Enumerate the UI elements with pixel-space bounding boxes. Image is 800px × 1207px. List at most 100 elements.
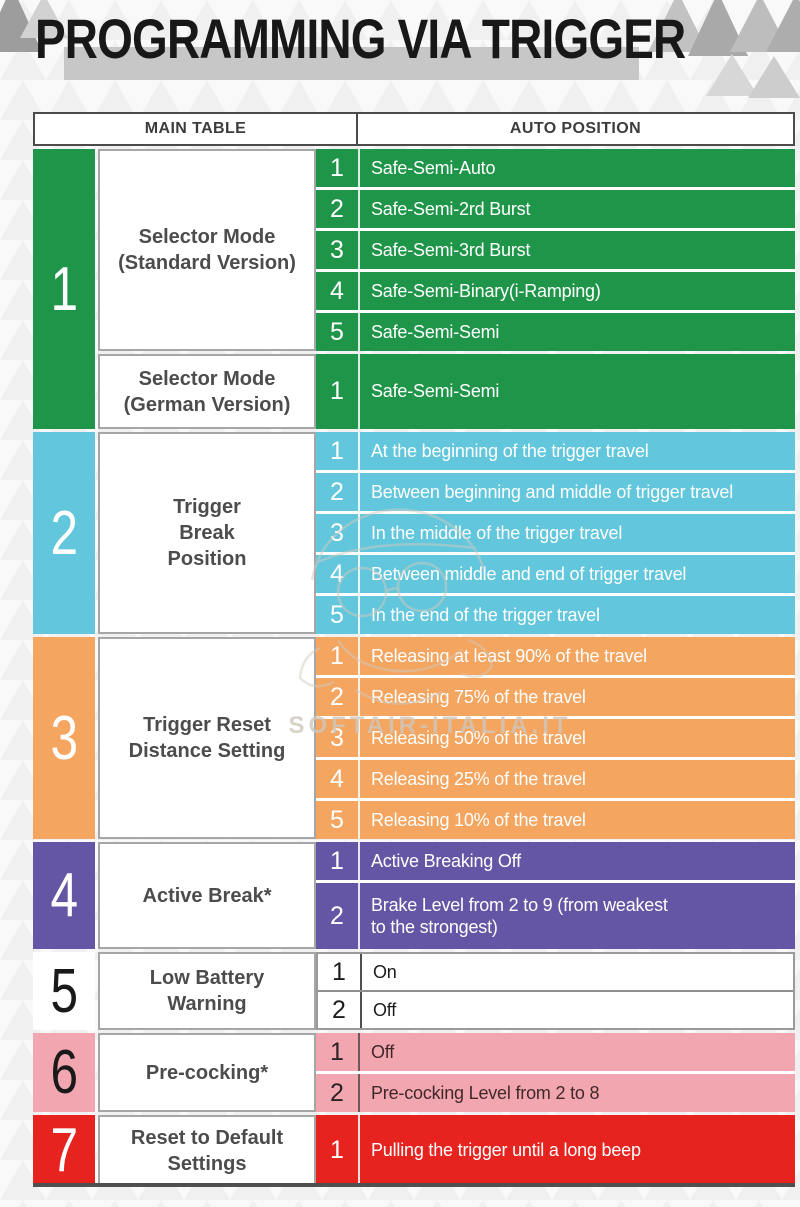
option-text: In the end of the trigger travel xyxy=(358,596,795,634)
option-number: 1 xyxy=(332,957,346,986)
group-label: Selector Mode (Standard Version) xyxy=(98,149,316,351)
option-text: Between middle and end of trigger travel xyxy=(358,555,795,593)
group-label: Trigger Break Position xyxy=(98,432,316,634)
group-label: Trigger Reset Distance Setting xyxy=(98,637,316,839)
option-text: Off xyxy=(360,992,793,1028)
option-number: 2 xyxy=(330,194,344,223)
section-number: 6 xyxy=(33,1033,95,1112)
table-bottom-shadow xyxy=(33,1183,795,1187)
option-row: 2 Safe-Semi-2rd Burst xyxy=(316,187,795,228)
option-number: 4 xyxy=(330,764,344,793)
option-text: Active Breaking Off xyxy=(358,842,795,880)
option-number: 2 xyxy=(330,901,344,930)
table-header-row: MAIN TABLE AUTO POSITION xyxy=(33,112,795,146)
group-label: Pre-cocking* xyxy=(98,1033,316,1112)
programming-table: MAIN TABLE AUTO POSITION 1 Selector Mode… xyxy=(33,112,795,1186)
accent-triangle xyxy=(766,0,800,52)
option-text: Safe-Semi-3rd Burst xyxy=(358,231,795,269)
option-row: 3 Releasing 50% of the travel xyxy=(316,716,795,757)
section-number: 7 xyxy=(33,1115,95,1186)
option-number: 3 xyxy=(330,518,344,547)
section-number-text: 6 xyxy=(50,1038,78,1107)
option-number: 1 xyxy=(330,436,344,465)
option-row: 5 Releasing 10% of the travel xyxy=(316,798,795,839)
option-number: 1 xyxy=(330,1136,344,1164)
option-number: 2 xyxy=(330,682,344,711)
option-number: 1 xyxy=(330,1037,344,1066)
option-text: At the beginning of the trigger travel xyxy=(358,432,795,470)
option-text: Safe-Semi-2rd Burst xyxy=(358,190,795,228)
option-row: 2 Brake Level from 2 to 9 (from weakest t… xyxy=(316,880,795,949)
section-number: 2 xyxy=(33,432,95,634)
option-text: Releasing 75% of the travel xyxy=(358,678,795,716)
option-text: Pulling the trigger until a long beep xyxy=(358,1115,795,1186)
option-row: 5 In the end of the trigger travel xyxy=(316,593,795,634)
option-text: Releasing 50% of the travel xyxy=(358,719,795,757)
option-text: Pre-cocking Level from 2 to 8 xyxy=(358,1074,795,1112)
accent-triangle xyxy=(20,0,68,38)
option-text: Brake Level from 2 to 9 (from weakest to… xyxy=(358,883,795,949)
option-text: Safe-Semi-Semi xyxy=(358,313,795,351)
option-text: On xyxy=(360,954,793,990)
option-row: 2 Between beginning and middle of trigger… xyxy=(316,470,795,511)
group-label: Low Battery Warning xyxy=(98,952,316,1030)
section-number: 4 xyxy=(33,842,95,949)
option-number: 3 xyxy=(330,235,344,264)
section-trigger-break-position: 2 Trigger Break Position 1 At the beginni… xyxy=(33,432,795,634)
accent-triangle xyxy=(648,0,708,52)
section-number-text: 7 xyxy=(50,1116,78,1185)
section-reset-to-default: 7 Reset to Default Settings 1 Pulling the… xyxy=(33,1115,795,1186)
option-number: 4 xyxy=(330,559,344,588)
option-number: 2 xyxy=(330,477,344,506)
option-text: Off xyxy=(358,1033,795,1071)
group-trigger-break: Trigger Break Position 1 At the beginning… xyxy=(98,432,795,634)
option-number: 1 xyxy=(330,641,344,670)
option-text: Releasing 10% of the travel xyxy=(358,801,795,839)
option-text: Safe-Semi-Binary(i-Ramping) xyxy=(358,272,795,310)
accent-triangle xyxy=(706,54,758,96)
section-body: Reset to Default Settings 1 Pulling the t… xyxy=(98,1115,795,1186)
option-row: 3 Safe-Semi-3rd Burst xyxy=(316,228,795,269)
option-row: 1 Off xyxy=(316,1033,795,1071)
option-text: In the middle of the trigger travel xyxy=(358,514,795,552)
section-number: 5 xyxy=(33,952,95,1030)
group-label: Reset to Default Settings xyxy=(98,1115,316,1186)
option-number: 5 xyxy=(330,805,344,834)
option-row: 2 Releasing 75% of the travel xyxy=(316,675,795,716)
option-list: 1 Pulling the trigger until a long beep xyxy=(316,1115,795,1186)
accent-triangle xyxy=(688,0,748,56)
accent-triangle xyxy=(0,0,42,52)
option-text: Releasing 25% of the travel xyxy=(358,760,795,798)
option-row: 3 In the middle of the trigger travel xyxy=(316,511,795,552)
option-number: 4 xyxy=(330,276,344,305)
section-body: Trigger Break Position 1 At the beginning… xyxy=(98,432,795,634)
option-row: 4 Between middle and end of trigger trave… xyxy=(316,552,795,593)
option-number: 1 xyxy=(330,377,344,405)
option-number: 3 xyxy=(330,723,344,752)
option-row: 1 Pulling the trigger until a long beep xyxy=(316,1115,795,1186)
section-number-text: 4 xyxy=(50,861,78,930)
option-row: 4 Safe-Semi-Binary(i-Ramping) xyxy=(316,269,795,310)
option-number: 5 xyxy=(330,600,344,629)
section-number-text: 2 xyxy=(50,498,78,568)
option-text: Between beginning and middle of trigger … xyxy=(358,473,795,511)
